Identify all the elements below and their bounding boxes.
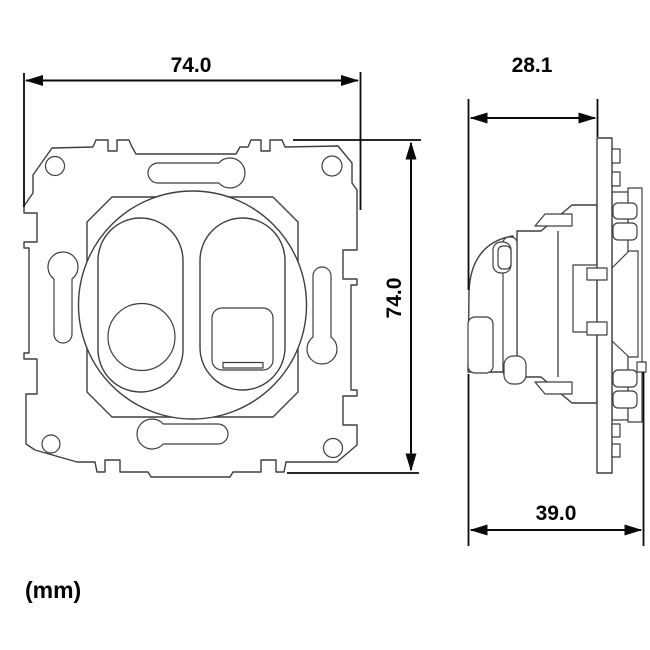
plate-lug-bottom-2 (611, 443, 621, 458)
side-view (467, 137, 647, 474)
support-plate-edge (596, 137, 613, 474)
front-height-label: 74.0 (383, 278, 406, 319)
lever-arm-bottom (534, 381, 573, 395)
screw-hole-bottom-left (41, 434, 61, 454)
claw-tab-top-2 (612, 222, 638, 241)
side-mounting-depth-label: 28.1 (512, 54, 553, 77)
plate-lug-top-1 (611, 148, 621, 164)
arrowhead-left-icon (469, 524, 488, 536)
window-bar (222, 361, 264, 369)
arrowhead-down-icon (405, 453, 417, 472)
keyhole-slot-left (47, 251, 79, 344)
arrowhead-left-icon (469, 112, 488, 124)
arrowhead-right-icon (341, 75, 359, 86)
indicator-opening (107, 302, 176, 372)
plate-lug-bottom-1 (611, 423, 621, 438)
claw-tab-top-1 (612, 202, 638, 220)
unit-label: (mm) (25, 577, 81, 603)
arrowhead-up-icon (405, 141, 417, 160)
dimension-front-width: 74.0 (23, 54, 362, 210)
arrowhead-right-icon (578, 112, 597, 124)
screw-hole-top-left (44, 155, 66, 177)
hinge-foot (503, 355, 527, 385)
front-width-label: 74.0 (171, 54, 212, 77)
keyhole-slot-top (147, 157, 246, 189)
screw-hole-bottom-right (322, 437, 344, 459)
dimension-side-total-depth: 39.0 (469, 372, 645, 546)
lever-arm-top (534, 213, 573, 227)
actuator-knob-inner (497, 245, 512, 270)
dimension-front-height: 74.0 (287, 139, 421, 474)
dimension-side-mounting-depth: 28.1 (467, 54, 599, 546)
arrowhead-left-icon (25, 75, 43, 86)
terminal-step-bottom (586, 321, 608, 336)
claw-tab-bottom-1 (612, 369, 638, 388)
claw-body (611, 250, 639, 358)
plate-lug-top-2 (611, 171, 621, 187)
keyhole-slot-right (306, 266, 338, 365)
terminal-step-top (586, 267, 608, 281)
keyhole-slot-bottom (136, 418, 229, 450)
side-total-depth-label: 39.0 (536, 502, 577, 525)
front-view (23, 139, 358, 478)
claw-tab-bottom-2 (612, 390, 638, 409)
window-opening (211, 307, 274, 371)
arrowhead-right-icon (624, 524, 643, 536)
screw-hole-top-right (321, 155, 343, 177)
front-edge-block (467, 316, 494, 374)
claw-screw-tip (636, 361, 647, 373)
